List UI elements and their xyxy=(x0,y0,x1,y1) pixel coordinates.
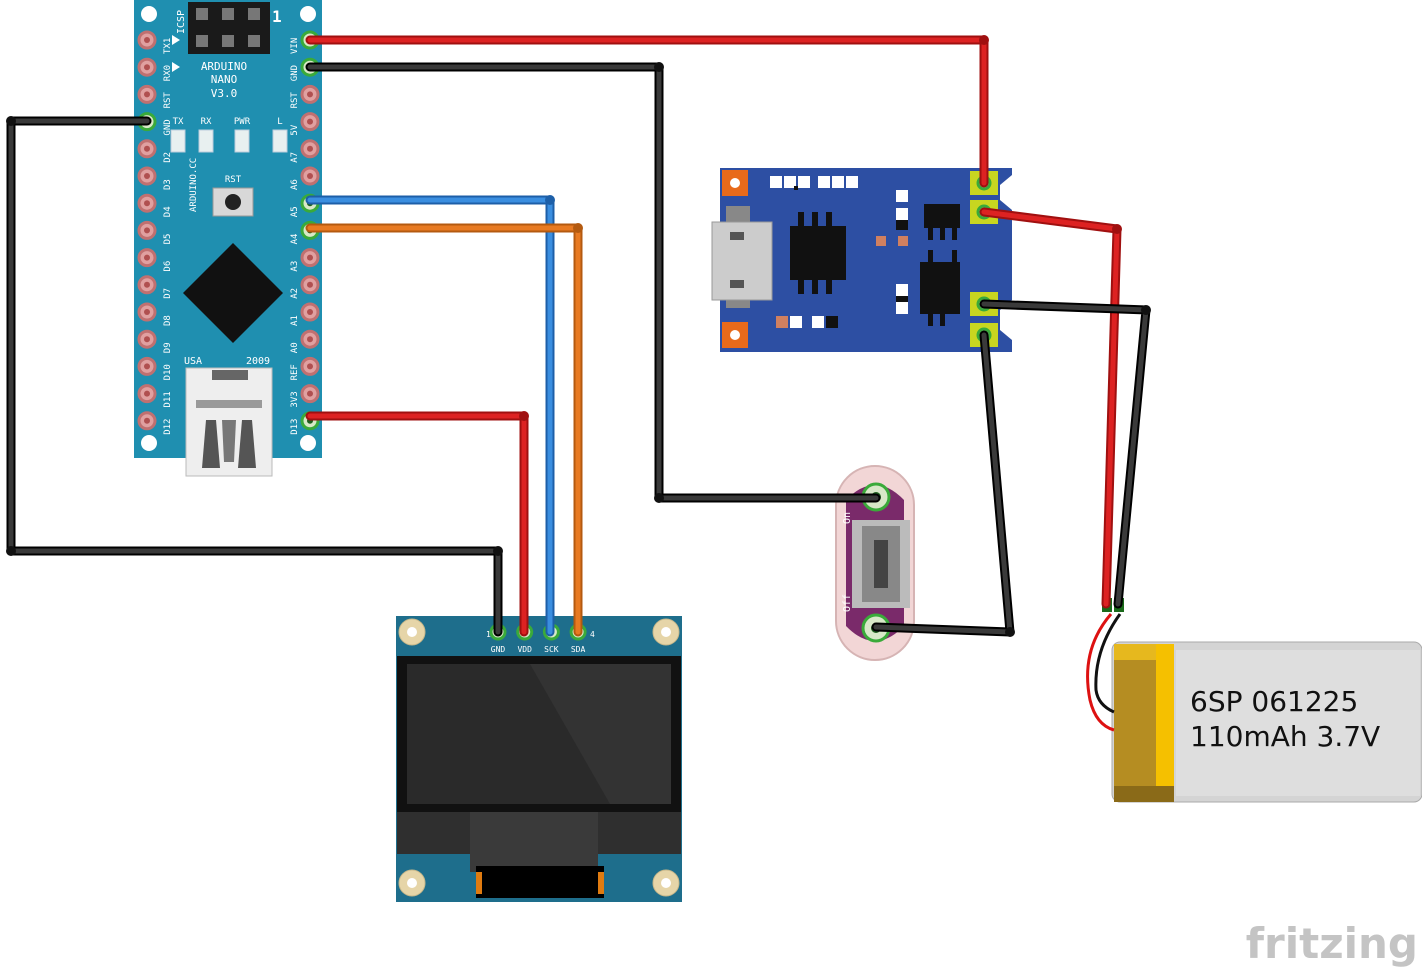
nano-pin-label: RST xyxy=(290,92,300,109)
nano-pin-label: D8 xyxy=(163,315,173,326)
arduino-nano-board: ICSP 1 ARDUINO NANO V3.0 TX RX PWR L ARD… xyxy=(134,0,322,477)
wire-d13-to-oled-vdd[interactable] xyxy=(305,411,529,637)
battery-lead-black xyxy=(1094,613,1122,714)
battery-lead-red xyxy=(1086,613,1115,732)
wire-a4-to-oled-sda[interactable] xyxy=(305,223,583,637)
nano-pin-label: 3V3 xyxy=(290,391,300,407)
arrow-icon xyxy=(172,35,180,45)
led-label-pwr: PWR xyxy=(234,117,251,127)
pin1-label: 1 xyxy=(272,7,282,26)
nano-pin-label: RST xyxy=(163,92,173,109)
charger-ic xyxy=(790,226,846,280)
nano-pin-label: D9 xyxy=(163,342,173,353)
led-label-rx: RX xyxy=(201,117,212,127)
nano-pin-label: D11 xyxy=(163,391,173,407)
nano-pin-label: GND xyxy=(163,119,173,135)
nano-pin-label: A3 xyxy=(290,261,300,272)
nano-pin-label: A4 xyxy=(290,234,300,245)
board-title-line3: V3.0 xyxy=(211,87,238,100)
arrow-icon xyxy=(172,62,180,72)
nano-pin-label: 5V xyxy=(290,124,300,135)
nano-pin-label: VIN xyxy=(290,38,300,54)
board-title-line2: NANO xyxy=(211,73,238,86)
oled-pin-label: GND xyxy=(491,645,506,654)
oled-pin-label: SDA xyxy=(571,645,586,654)
switch-slider[interactable] xyxy=(874,540,888,588)
nano-pin-label: A6 xyxy=(290,179,300,190)
oled-ribbon-connector xyxy=(476,866,604,898)
wire-vin-to-charger-out-plus[interactable] xyxy=(305,35,989,188)
nano-pin-label: A5 xyxy=(290,206,300,217)
mount-hole-icon xyxy=(300,6,316,22)
icsp-label: ICSP xyxy=(176,10,187,34)
board-title-line1: ARDUINO xyxy=(201,60,247,73)
led-label-tx: TX xyxy=(173,117,184,127)
nano-pin-label: D3 xyxy=(163,179,173,190)
oled-pin1-marker: 1 xyxy=(486,630,491,639)
nano-pin-label: D4 xyxy=(163,206,173,217)
nano-pin-label: A7 xyxy=(290,152,300,163)
mount-hole-icon xyxy=(141,6,157,22)
oled-pin-label: VDD xyxy=(517,645,532,654)
fritzing-watermark: fritzing xyxy=(1246,919,1418,968)
nano-pin-label: D10 xyxy=(163,364,173,380)
led-l xyxy=(272,129,288,153)
battery-label-line2: 110mAh 3.7V xyxy=(1190,720,1380,753)
led-pwr xyxy=(234,129,250,153)
reset-button-cap xyxy=(225,194,241,210)
nano-pin-label: D12 xyxy=(163,419,173,435)
wires xyxy=(6,35,1151,637)
led-rx xyxy=(198,129,214,153)
nano-pin-label: TX1 xyxy=(163,38,173,54)
nano-pin-label: D7 xyxy=(163,288,173,299)
mount-hole-icon xyxy=(300,435,316,451)
mount-hole-icon xyxy=(141,435,157,451)
site-label: ARDUINO.CC xyxy=(189,158,199,212)
nano-pin-label: D6 xyxy=(163,261,173,272)
nano-pin-label: D13 xyxy=(290,419,300,435)
nano-pin-label: RX0 xyxy=(163,65,173,81)
rst-button-label: RST xyxy=(225,175,242,185)
mcu-chip xyxy=(183,243,283,343)
usa-label: USA xyxy=(184,356,202,367)
switch-on-label: On xyxy=(842,512,853,524)
year-label: 2009 xyxy=(246,356,270,367)
nano-pin-label: A2 xyxy=(290,288,300,299)
slide-switch: On Off xyxy=(835,465,915,661)
nano-pin-label: D2 xyxy=(163,152,173,163)
led-tx xyxy=(170,129,186,153)
lipo-battery: 6SP 061225 110mAh 3.7V xyxy=(1086,598,1422,803)
nano-pin-label: GND xyxy=(290,65,300,81)
nano-pin-label: A0 xyxy=(290,342,300,353)
nano-pin-label: A1 xyxy=(290,315,300,326)
nano-pin-label: D5 xyxy=(163,234,173,245)
battery-label-line1: 6SP 061225 xyxy=(1190,685,1358,718)
switch-off-label: Off xyxy=(842,594,853,612)
oled-pin-label: SCK xyxy=(544,645,559,654)
nano-pin-label: REF xyxy=(290,364,300,380)
oled-display-module: 1 4 GND VDD SCK SDA xyxy=(396,616,682,902)
led-label-l: L xyxy=(277,117,282,127)
charger-module xyxy=(711,168,1012,352)
oled-pin4-marker: 4 xyxy=(590,630,595,639)
